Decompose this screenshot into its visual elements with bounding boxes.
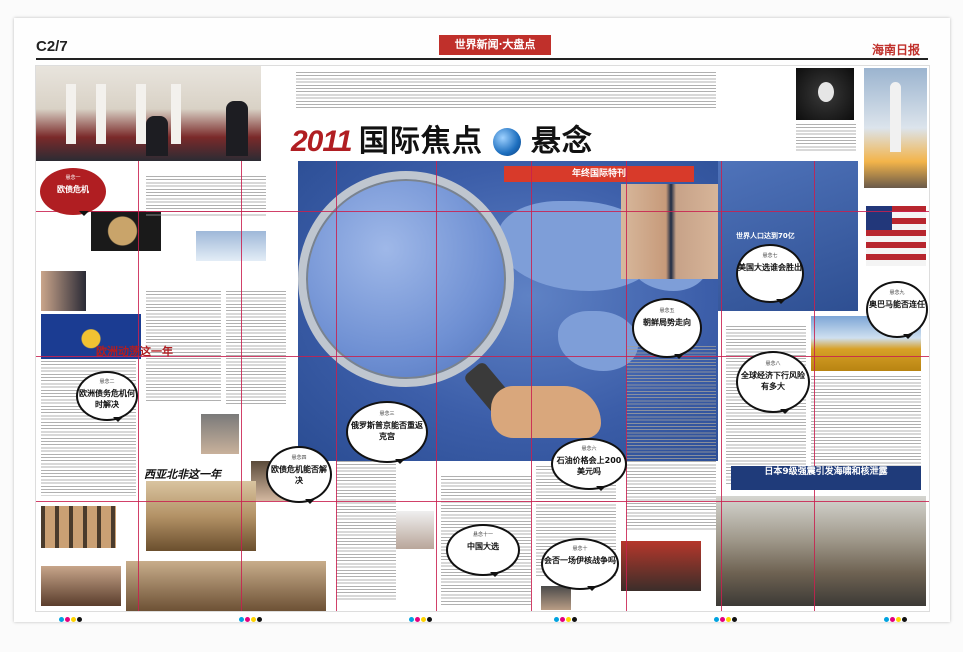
moon-photo: [91, 211, 161, 251]
story-bubble-2: 悬念二 欧洲债务危机何时解决: [76, 371, 138, 422]
story-label-10: 悬念十: [572, 546, 588, 552]
story-label-2: 悬念二: [99, 379, 115, 385]
population-label: 世界人口达到70亿: [736, 231, 795, 241]
story-label-6: 悬念六: [581, 446, 597, 452]
story-text-10: 会否一场伊核战争吗: [544, 556, 616, 565]
grid-line-v7: [721, 161, 722, 611]
registration-mark-3: [409, 607, 439, 622]
header-rule: [36, 58, 928, 60]
section-band: 世界新闻·大盘点: [439, 35, 551, 55]
subtitle-band: 年终国际特刊: [504, 166, 694, 182]
japan-quake-heading: 日本9级强震引发海啸和核泄露: [731, 466, 921, 490]
registration-mark-2: [239, 607, 269, 622]
magnifier-lens: [298, 171, 514, 387]
story-text-7: 美国大选谁会胜出: [738, 263, 802, 272]
newspaper-page: C2/7 世界新闻·大盘点 海南日报 2011 国际焦点 悬念: [14, 18, 950, 622]
story-text-2: 欧洲债务危机何时解决: [79, 389, 135, 409]
spread: 2011 国际焦点 悬念 年终国际特刊: [35, 65, 930, 612]
jet-photo: [196, 231, 266, 261]
story-label-11: 悬念十一: [472, 532, 493, 538]
story-text-1: 欧债危机: [57, 185, 89, 194]
grid-line-v8: [814, 161, 815, 611]
euro-photo: [41, 314, 141, 359]
text-col-7: [626, 346, 716, 531]
registration-mark-6: [884, 607, 914, 622]
population-text: 世界人口达到70亿: [736, 232, 795, 240]
story-label-4: 悬念四: [291, 455, 307, 461]
registration-mark-5: [714, 607, 744, 622]
west-asia-year-heading: 西亚北非这一年: [144, 468, 221, 481]
story-bubble-9: 悬念九 奥巴马能否连任: [866, 281, 928, 339]
grid-line-v5: [531, 161, 532, 611]
leaders-eu-photo: [41, 271, 86, 311]
story-text-9: 奥巴马能否连任: [869, 300, 925, 309]
globe-icon: [492, 128, 521, 156]
story-bubble-11: 悬念十一 中国大选: [446, 524, 520, 577]
oil-photo: [621, 541, 701, 591]
prison-photo: [41, 506, 116, 548]
grid-line-v1: [138, 161, 139, 611]
grid-line-h3: [36, 501, 929, 502]
story-label-9: 悬念九: [889, 290, 905, 296]
apple-photo: [796, 68, 854, 120]
title-right: 悬念: [530, 125, 593, 158]
story-text-5: 朝鲜局势走向: [643, 318, 691, 327]
story-label-1: 悬念一: [65, 175, 81, 181]
story-label-7: 悬念七: [762, 253, 778, 259]
hand-photo: [491, 386, 601, 438]
story-label-5: 悬念五: [659, 308, 675, 314]
tsunami-photo: [716, 496, 926, 606]
white-house-photo: [36, 66, 261, 161]
story-text-11: 中国大选: [467, 542, 499, 551]
intro-text: [296, 72, 716, 108]
story-bubble-7: 悬念七 美国大选谁会胜出: [736, 244, 804, 304]
story-bubble-10: 悬念十 会否一场伊核战争吗: [541, 538, 619, 591]
grid-line-v4: [436, 161, 437, 611]
text-col-3: [146, 291, 221, 401]
ahmadinejad-photo: [541, 586, 571, 610]
registration-mark-4: [554, 607, 584, 622]
story-label-3: 悬念三: [379, 411, 395, 417]
story-text-6: 石油价格会上200美元吗: [556, 456, 622, 476]
page-code: C2/7: [36, 38, 68, 55]
libya-battle-photo: [146, 481, 256, 551]
apple-caption: [796, 124, 856, 152]
europe-year-heading: 欧洲动荡这一年: [96, 345, 173, 358]
strauss-kahn-photo: [201, 414, 239, 454]
title-year: 2011: [291, 125, 353, 158]
bin-laden-photo: [396, 511, 434, 549]
leaders-photo: [621, 184, 721, 279]
page-title: 2011 国际焦点 悬念: [291, 116, 593, 160]
grid-line-v2: [241, 161, 242, 611]
text-col-4: [226, 291, 286, 406]
grid-line-h1: [36, 211, 929, 212]
text-col-2: [146, 176, 266, 216]
tanks-photo: [126, 561, 326, 611]
story-text-3: 俄罗斯普京能否重返克宫: [351, 421, 423, 441]
crowd-photo: [41, 566, 121, 606]
story-bubble-4: 悬念四 欧债危机能否解决: [266, 446, 332, 504]
story-bubble-6: 悬念六 石油价格会上200美元吗: [551, 438, 627, 491]
story-bubble-1: 悬念一 欧债危机: [40, 168, 106, 216]
paper-name: 海南日报: [871, 43, 920, 57]
title-left: 国际焦点: [358, 125, 483, 158]
story-bubble-3: 悬念三 俄罗斯普京能否重返克宫: [346, 401, 428, 464]
story-label-8: 悬念八: [765, 361, 781, 367]
shuttle-photo: [864, 68, 927, 188]
us-flag-photo: [866, 206, 926, 266]
story-text-4: 欧债危机能否解决: [271, 465, 327, 485]
story-text-8: 全球经济下行风险有多大: [741, 371, 805, 391]
grid-line-h2: [36, 356, 929, 357]
story-bubble-5: 悬念五 朝鲜局势走向: [632, 298, 702, 359]
registration-mark-1: [59, 607, 89, 622]
story-bubble-8: 悬念八 全球经济下行风险有多大: [736, 351, 810, 414]
grid-line-v6: [626, 161, 627, 611]
text-col-5: [336, 461, 396, 601]
grid-line-v3: [336, 161, 337, 611]
